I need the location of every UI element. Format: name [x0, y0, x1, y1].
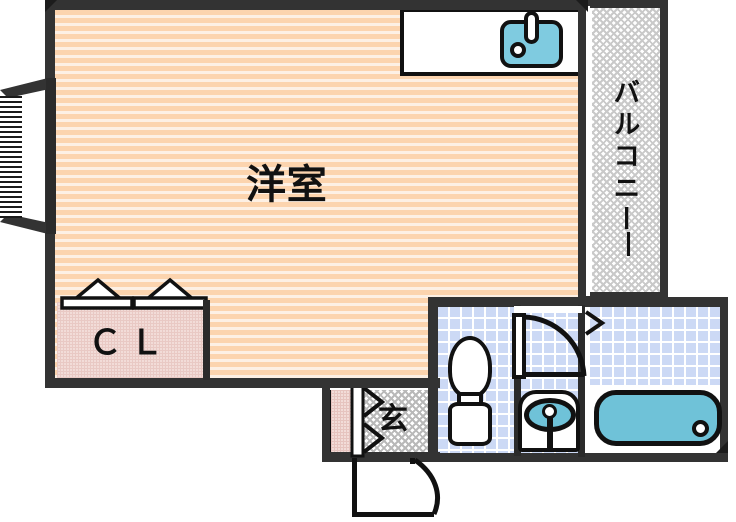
wall-balcony-right: [660, 0, 668, 300]
washroom-header-strip: [514, 306, 582, 313]
kitchen-faucet: [524, 11, 539, 44]
wall-bevel-topleft: [45, 0, 57, 12]
bathtub-drain: [692, 420, 709, 437]
wall-bath-left: [428, 297, 438, 461]
wall-balcony-bottom: [578, 292, 668, 300]
wall-room-to-bath-joint: [330, 378, 430, 388]
wall-bath-right: [720, 297, 728, 461]
wall-bath-top-right: [580, 297, 728, 307]
entrance-door-swing-svg: [352, 457, 440, 517]
wall-bath-top-left: [428, 297, 588, 307]
closet-floor: [57, 302, 207, 378]
wall-closet-right: [203, 300, 210, 380]
closet-door-group[interactable]: [60, 277, 208, 310]
wall-balcony-top: [578, 0, 668, 8]
closet-label: ＣＬ: [88, 324, 171, 362]
entrance-door-swing[interactable]: [352, 457, 452, 520]
balcony-floor: [592, 8, 664, 296]
wall-toilet-divider: [514, 372, 521, 456]
bay-window-railing: [0, 96, 22, 218]
bay-window: [0, 78, 56, 234]
wall-bevel-topright: [576, 0, 588, 12]
balcony-door-marker: [627, 232, 630, 256]
balcony-label: バルコニー: [609, 78, 640, 238]
bath-entry-arrow-svg: [584, 310, 606, 336]
wall-bottom-main: [45, 378, 335, 388]
kitchen-sink-drain: [510, 42, 526, 58]
wall-top-main: [45, 0, 585, 10]
wall-bevel-bottomright-bath: [716, 441, 728, 453]
balcony-rail-gap: [586, 6, 590, 296]
entrance-step-line: [330, 386, 434, 390]
washbasin-knob: [542, 404, 557, 419]
entrance-label: 玄: [378, 403, 410, 436]
entrance-inner-door[interactable]: [350, 384, 386, 458]
toilet-bowl: [448, 336, 492, 398]
main-room-label: 洋室: [246, 163, 328, 207]
washroom-door[interactable]: [512, 312, 587, 380]
wall-room-balcony: [578, 0, 588, 300]
wall-bath-bottom: [428, 453, 728, 462]
wall-entrance-left: [322, 378, 330, 460]
entrance-door-arrows-svg: [350, 384, 386, 458]
wall-bath-divider: [578, 305, 585, 457]
bathtub: [594, 390, 722, 446]
bay-window-svg: [0, 78, 56, 234]
closet-doors-svg: [60, 277, 208, 310]
toilet-base: [448, 402, 492, 446]
bath-room-tile: [588, 305, 728, 385]
wall-entrance-bottom: [322, 452, 440, 462]
washroom-door-svg: [512, 313, 587, 379]
bath-entry-marker[interactable]: [584, 310, 606, 336]
